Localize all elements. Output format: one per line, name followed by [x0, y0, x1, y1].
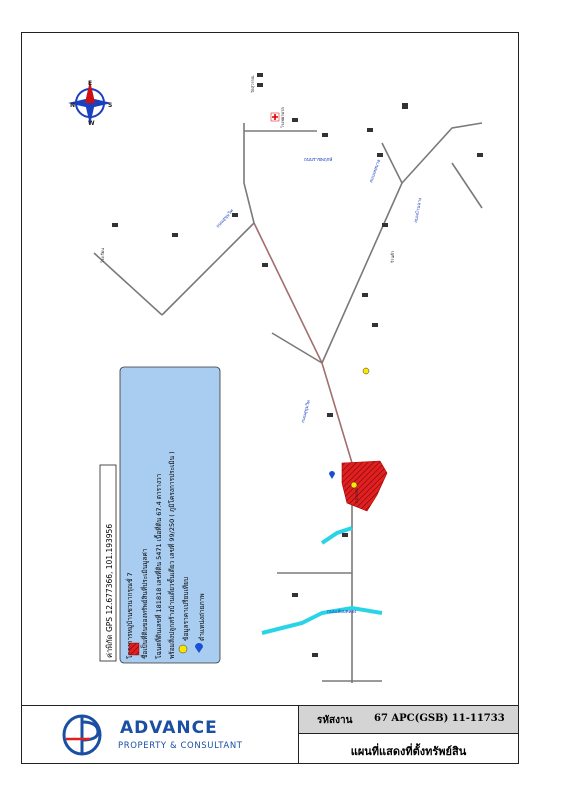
- location-map: N E S W ถนนสุขุมวิท ถนนราชพฤกษ์ ถนนเทศบา…: [68, 73, 483, 683]
- map-area: N E S W ถนนสุขุมวิท ถนนราชพฤกษ์ ถนนเทศบา…: [22, 33, 518, 705]
- legend-item1-detail1: โฉนดที่ดินเลขที่ 181818 เลขที่ดิน 5471 เ…: [154, 473, 163, 659]
- road-label-4: ถนนสุขุมวิท: [300, 400, 312, 424]
- legend-compare-swatch: [178, 644, 188, 654]
- subject-property: [341, 460, 388, 512]
- map-frame: N E S W ถนนสุขุมวิท ถนนราชพฤกษ์ ถนนเทศบา…: [21, 32, 519, 764]
- compare-point-2: [362, 367, 370, 375]
- job-code-cell: รหัสงาน 67 APC(GSB) 11-11733: [299, 706, 518, 734]
- compass-n: N: [70, 102, 75, 109]
- road-label-3: ถนนเทศบาล: [368, 158, 382, 183]
- compare-point: [350, 481, 358, 489]
- job-code-label: รหัสงาน: [317, 715, 353, 726]
- road-west: [93, 252, 163, 316]
- canal: [261, 605, 383, 635]
- footer: ADVANCE PROPERTY & CONSULTANT รหัสงาน 67…: [22, 705, 518, 764]
- place-label-5: โรงเรียน: [100, 248, 105, 263]
- legend-photo-swatch: [195, 643, 203, 653]
- brand-name: ADVANCE: [120, 718, 218, 738]
- building-markers: [112, 73, 483, 657]
- company-logo-icon: [62, 714, 102, 756]
- coordinates-label: ค่าพิกัด GPS 12.677366, 101.193956: [105, 524, 114, 658]
- road-northeast: [401, 122, 483, 184]
- legend-item1-title: โครงการหมู่บ้านชวนากรุณชั่ 7: [125, 572, 134, 659]
- road-northwest: [161, 222, 255, 316]
- compass-e: E: [88, 80, 92, 87]
- place-label-2: โรงพยาบาล: [280, 107, 285, 128]
- legend-item3: ตำแหน่งถ่ายภาพ: [198, 593, 206, 641]
- map-title: แผนที่แสดงที่ตั้งทรัพย์สิน: [350, 745, 467, 758]
- compass-s: S: [108, 102, 112, 109]
- coordinates-box: ค่าพิกัด GPS 12.677366, 101.193956: [99, 464, 117, 662]
- compass-w: W: [88, 120, 95, 127]
- legend-box: โครงการหมู่บ้านชวนากรุณชั่ 7 ชื่อเป็นที่…: [119, 366, 221, 664]
- highway-line: [253, 222, 353, 464]
- place-label-4: ร้านค้า: [390, 251, 395, 263]
- place-label-1: วัดสุวรรณ: [250, 75, 256, 93]
- photo-point: [329, 471, 335, 479]
- hospital-cross: [272, 114, 278, 120]
- canal-2: [320, 526, 353, 545]
- road-branch: [271, 332, 323, 364]
- legend-hatch-swatch: [128, 642, 140, 656]
- legend-item1-desc: ชื่อเป็นที่ดินของทรัพย์สินที่ประเมินมูลค…: [140, 548, 149, 659]
- road-label-2: ถนนราชพฤกษ์: [304, 156, 332, 163]
- place-label-3: ตลาดสด: [354, 488, 359, 503]
- road-label-5: ถนนบ้านฉาง: [413, 198, 423, 224]
- legend-item1-detail2: พร้อมสิ่งปลูกสร้างบ้านเดี่ยวชั้นเดียว เล…: [167, 451, 176, 659]
- road-label-1: ถนนสุขุมวิท: [215, 208, 235, 229]
- legend-item2: ข้อมูลราคาเปรียบเทียบ: [182, 577, 190, 641]
- job-code-value: 67 APC(GSB) 11-11733: [374, 713, 505, 724]
- main-road: [243, 123, 353, 683]
- road-east: [451, 162, 483, 209]
- road-label-6: ถนนเลียบคลอง: [327, 609, 356, 615]
- brand-tagline: PROPERTY & CONSULTANT: [118, 741, 243, 751]
- logo-cell: ADVANCE PROPERTY & CONSULTANT: [22, 706, 299, 764]
- title-cell: แผนที่แสดงที่ตั้งทรัพย์สิน: [299, 734, 518, 764]
- compass-rose: [68, 81, 112, 125]
